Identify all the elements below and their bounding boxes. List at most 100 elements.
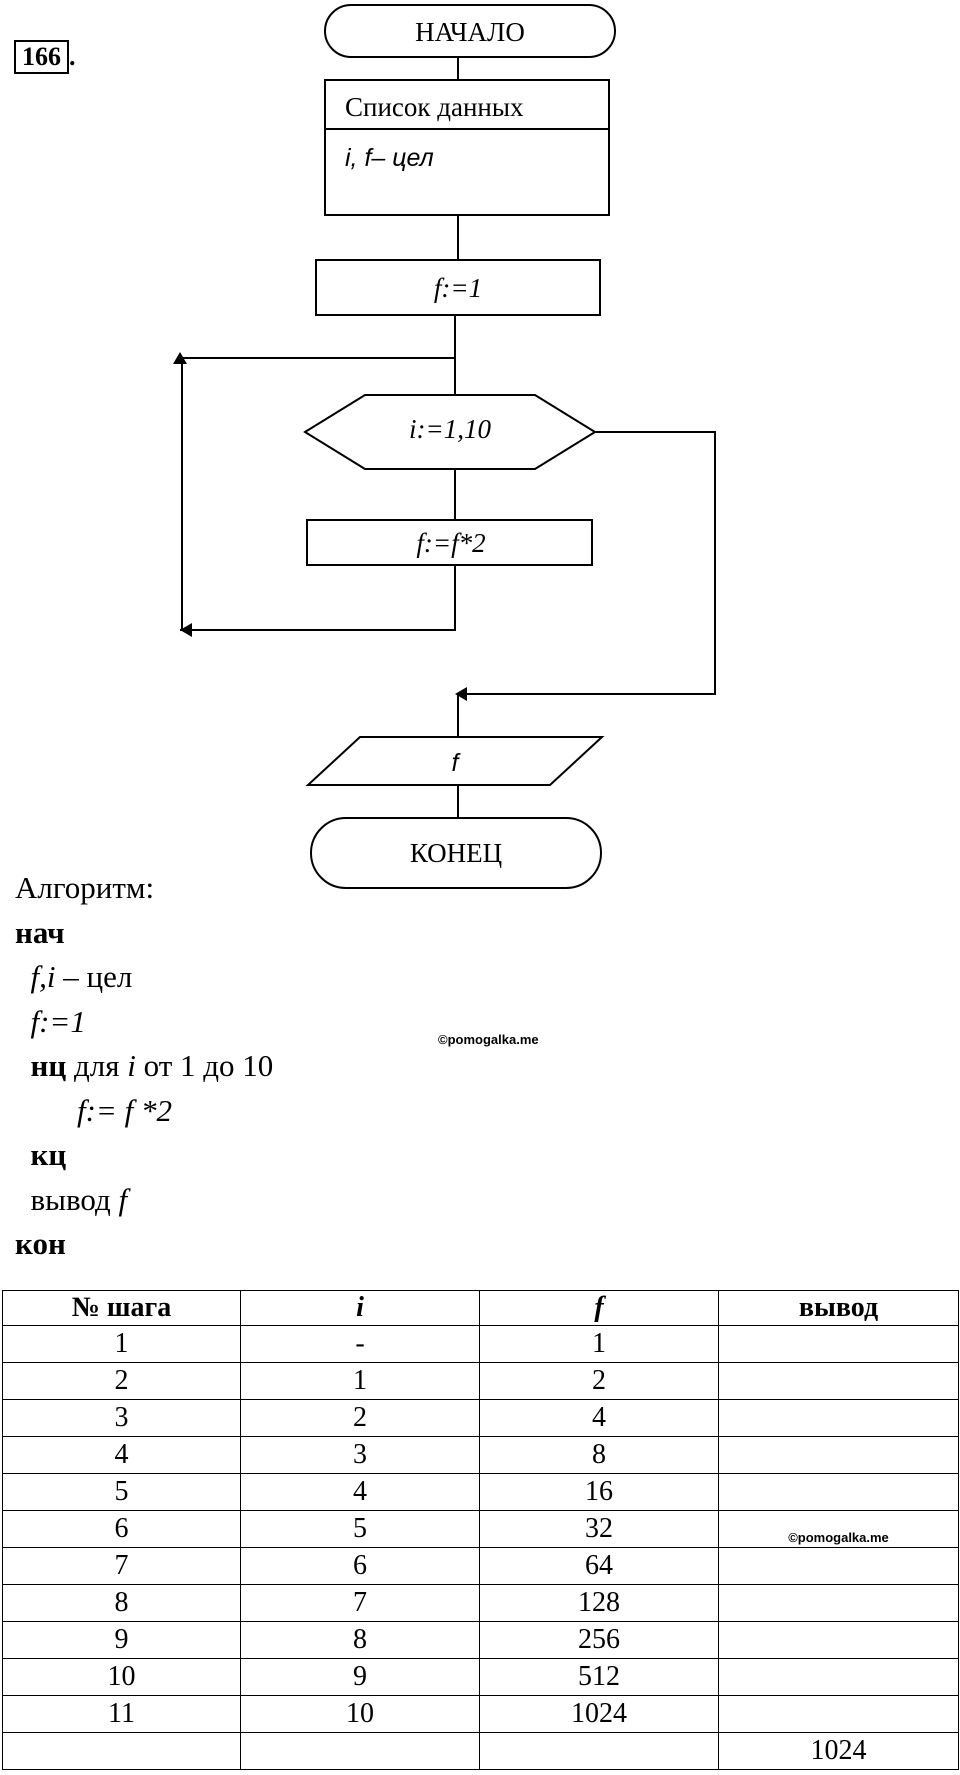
table-cell: 2 — [240, 1399, 480, 1437]
table-cell: 256 — [479, 1621, 719, 1659]
algorithm-decl-vars: f,i — [30, 959, 56, 994]
table-cell: 2 — [2, 1362, 241, 1400]
table-cell: 1 — [2, 1325, 241, 1363]
algorithm-title: Алгоритм: — [15, 870, 155, 905]
table-cell — [240, 1732, 480, 1770]
table-cell: 8 — [2, 1584, 241, 1622]
table-row: 1024 — [2, 1732, 959, 1770]
watermark-2: ©pomogalka.me — [788, 1530, 889, 1545]
algorithm-output-var: f — [118, 1181, 128, 1217]
arrowhead-loop-bottom — [180, 623, 192, 637]
flowchart: НАЧАЛО Список данных i, f– цел f:=1 i:=1… — [173, 4, 716, 889]
table-cell — [718, 1547, 959, 1585]
table-cell: 5 — [2, 1473, 241, 1511]
algorithm-keyword-end: кон — [15, 1226, 66, 1261]
table-row: 1-1 — [2, 1325, 959, 1363]
algorithm-loop-end: кц — [30, 1137, 67, 1172]
table-cell — [718, 1399, 959, 1437]
algorithm-loop-range: от 1 до 10 — [135, 1048, 274, 1083]
table-cell: 1024 — [718, 1732, 959, 1770]
table-cell: 5 — [240, 1510, 480, 1548]
body-label: f:=f*2 — [416, 528, 485, 558]
table-cell: 512 — [479, 1658, 719, 1696]
table-cell: 64 — [479, 1547, 719, 1585]
table-cell — [718, 1658, 959, 1696]
problem-number-box: 166 — [14, 40, 69, 74]
table-cell: 128 — [479, 1584, 719, 1622]
table-cell — [718, 1436, 959, 1474]
algorithm-decl-type: – цел — [55, 959, 133, 994]
init-process — [315, 259, 601, 316]
table-cell: 9 — [240, 1658, 480, 1696]
table-cell — [479, 1732, 719, 1770]
algorithm-loop-keyword: нц — [30, 1048, 67, 1083]
table-cell — [2, 1732, 241, 1770]
algorithm-loop-var: i — [127, 1048, 136, 1083]
data-vars-label: i, f– цел — [345, 144, 434, 172]
table-cell — [718, 1695, 959, 1733]
table-cell: 10 — [2, 1658, 241, 1696]
loop-label: i:=1,10 — [409, 414, 491, 444]
table-cell: 1 — [240, 1362, 480, 1400]
table-cell: 9 — [2, 1621, 241, 1659]
table-cell: 3 — [2, 1399, 241, 1437]
table-cell: 7 — [2, 1547, 241, 1585]
table-cell — [718, 1325, 959, 1363]
table-header-output: вывод — [718, 1290, 959, 1326]
table-cell: 1 — [479, 1325, 719, 1363]
table-cell: 4 — [240, 1473, 480, 1511]
table-cell: - — [240, 1325, 480, 1363]
table-cell: 10 — [240, 1695, 480, 1733]
loop-back-arrow — [180, 565, 456, 631]
data-header-label: Список данных — [345, 92, 524, 122]
algorithm-keyword-begin: нач — [15, 914, 65, 950]
table-cell: 6 — [2, 1510, 241, 1548]
table-cell: 1024 — [479, 1695, 719, 1733]
algorithm-output-keyword: вывод — [30, 1181, 119, 1217]
table-cell: 32 — [479, 1510, 719, 1548]
table-cell — [718, 1362, 959, 1400]
arrowhead-exit — [455, 687, 467, 701]
output-label: f — [452, 749, 462, 777]
algorithm-loop-body: f:= f *2 — [77, 1092, 172, 1128]
table-cell: 7 — [240, 1584, 480, 1622]
table-header-step: № шага — [2, 1290, 241, 1326]
end-label: КОНЕЦ — [410, 838, 502, 868]
body-process — [306, 519, 593, 566]
table-header-f: f — [479, 1290, 719, 1326]
end-terminal — [310, 817, 602, 889]
table-cell: 2 — [479, 1362, 719, 1400]
table-cell: 11 — [2, 1695, 241, 1733]
arrowhead-loop-top — [173, 352, 187, 364]
table-cell: 16 — [479, 1473, 719, 1511]
output-parallelogram — [305, 736, 605, 786]
problem-number: 166. — [14, 40, 76, 74]
table-cell: 4 — [479, 1399, 719, 1437]
start-terminal — [324, 4, 616, 58]
table-header-i: i — [240, 1290, 480, 1326]
algorithm-loop-for: для — [66, 1048, 128, 1083]
table-cell: 8 — [479, 1436, 719, 1474]
table-cell: 8 — [240, 1621, 480, 1659]
table-cell: 3 — [240, 1436, 480, 1474]
loop-exit-arrow — [460, 431, 716, 695]
table-cell: 4 — [2, 1436, 241, 1474]
algorithm-init: f:=1 — [30, 1003, 86, 1039]
start-label: НАЧАЛО — [415, 17, 525, 47]
table-cell: ©pomogalka.me — [718, 1510, 959, 1548]
algorithm: Алгоритм: нач f,i – цел f:=1 нц для i от… — [15, 866, 273, 1267]
init-label: f:=1 — [434, 273, 482, 303]
table-cell: 6 — [240, 1547, 480, 1585]
